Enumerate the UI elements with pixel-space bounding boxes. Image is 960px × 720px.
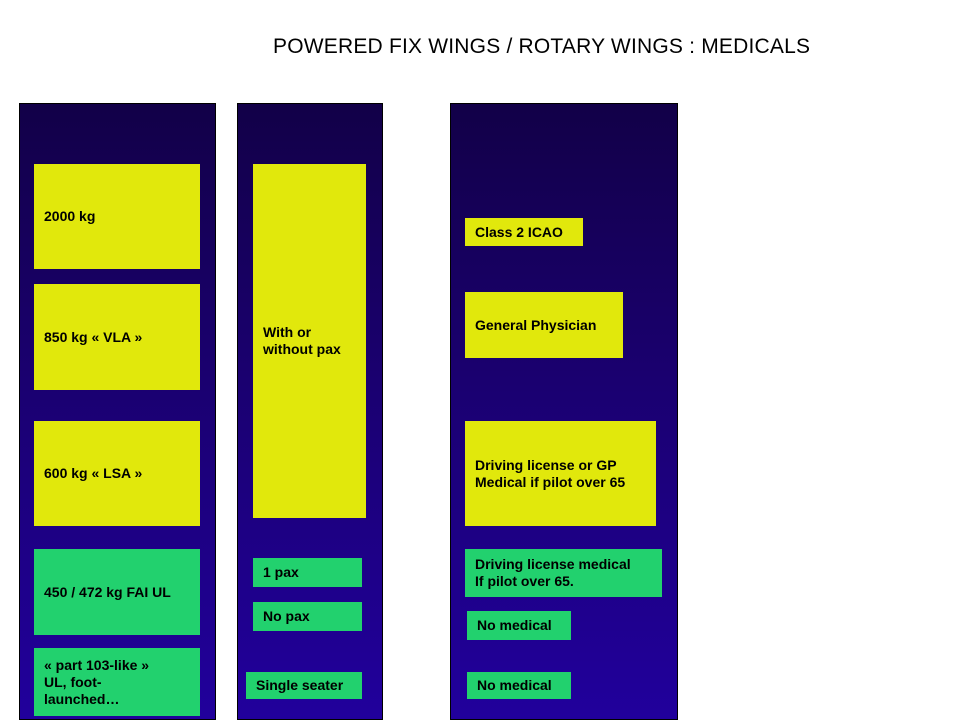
medical-box-no-medical-1: No medical (467, 611, 571, 640)
weight-box-fai-ul: 450 / 472 kg FAI UL (34, 549, 200, 635)
medical-box-no-medical-2: No medical (467, 672, 571, 699)
medical-box-driving-license-medical: Driving license medical If pilot over 65… (465, 549, 662, 597)
page-title: POWERED FIX WINGS / ROTARY WINGS : MEDIC… (273, 35, 811, 58)
medical-box-class2-icao: Class 2 ICAO (465, 218, 583, 246)
pax-box-no-pax: No pax (253, 602, 362, 631)
pax-box-with-or-without: With or without pax (253, 164, 366, 518)
medical-box-general-physician: General Physician (465, 292, 623, 358)
pax-box-single-seater: Single seater (246, 672, 362, 699)
weight-box-vla: 850 kg « VLA » (34, 284, 200, 390)
medical-box-driving-license-gp: Driving license or GP Medical if pilot o… (465, 421, 656, 526)
weight-box-lsa: 600 kg « LSA » (34, 421, 200, 526)
weight-box-2000kg: 2000 kg (34, 164, 200, 269)
pax-box-1-pax: 1 pax (253, 558, 362, 587)
weight-box-part103: « part 103-like » UL, foot- launched… (34, 648, 200, 716)
